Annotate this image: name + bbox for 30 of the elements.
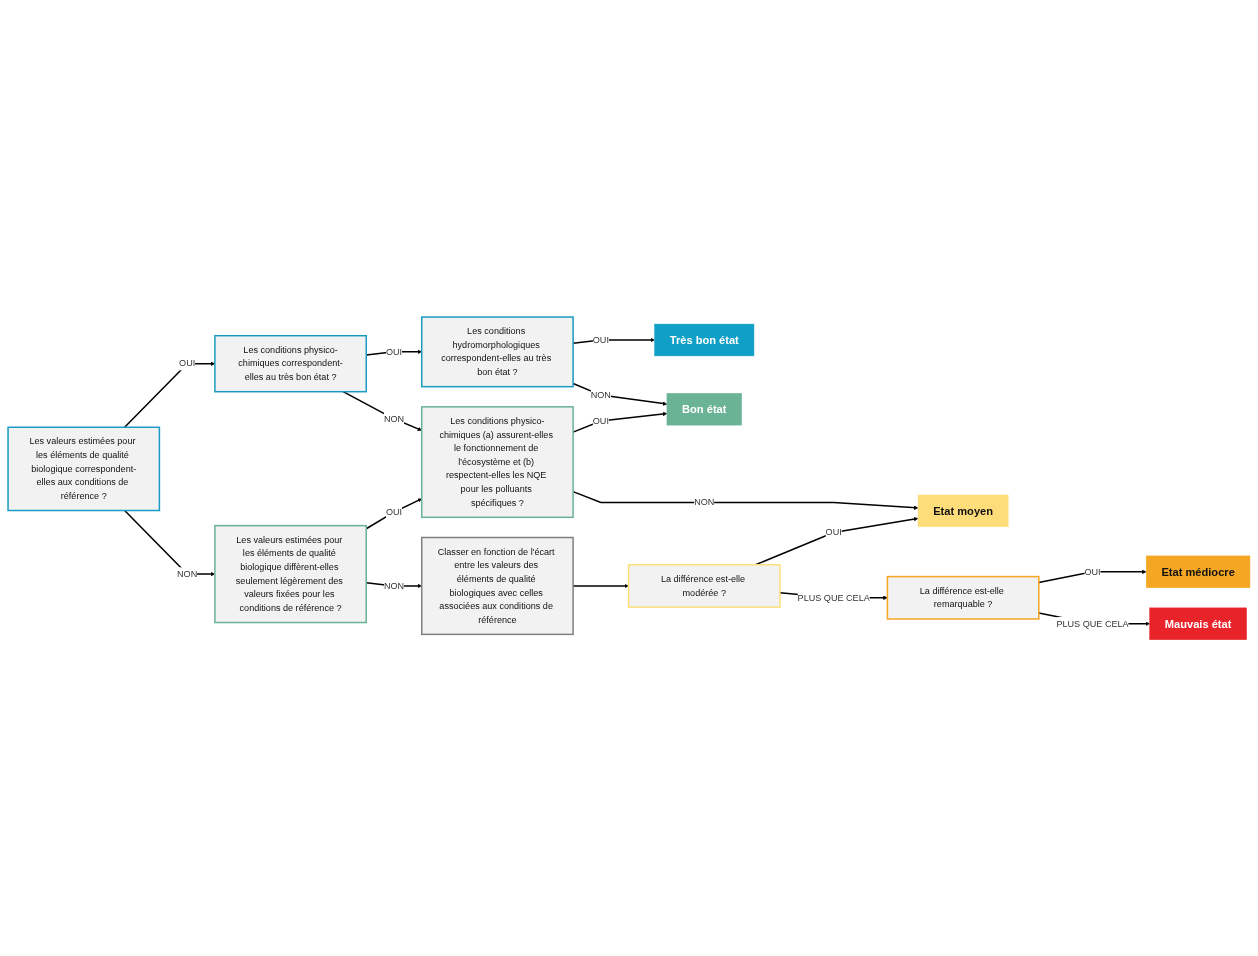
edge-label: OUI: [385, 506, 403, 517]
node-box: Les conditions physico-chimiques (a) assurent-elles le fonctionnement de l'écosystème et (b) respectent-elles les NQE pour les polluants spécifiques ?: [421, 405, 574, 518]
node-box: Les valeurs estimées pour les éléments de qualité biologique correspondent-elles aux conditions de référence ?: [7, 426, 161, 511]
node-box: Etat médiocre: [1146, 555, 1251, 588]
edge-label: NON: [694, 496, 715, 507]
edge-label: OUI: [592, 334, 609, 345]
node-box: Les conditions hydromorphologiques correspondent-elles au très bon état ?: [421, 315, 574, 388]
node-box: Bon état: [666, 392, 742, 425]
arrow: [1038, 569, 1147, 583]
edge-label: OUI: [592, 415, 609, 426]
edge-label: NON: [383, 413, 405, 424]
arrow: [572, 382, 668, 406]
node-box: Très bon état: [654, 323, 755, 356]
node-box: Etat moyen: [917, 494, 1009, 527]
node-box: Les valeurs estimées pour les éléments de qualité biologique diffèrent-elles seulement légèrement des valeurs fixées pour les conditions de référence ?: [214, 524, 367, 623]
edge-label: NON: [383, 580, 405, 591]
edge-label: OUI: [825, 526, 842, 537]
edge-label: PLUS QUE CELA: [1056, 618, 1129, 629]
node-box: Classer en fonction de l'écart entre les valeurs des éléments de qualité biologiques avec celles associées aux conditions de référence: [421, 536, 574, 635]
node-box: La différence est-elle modérée ?: [627, 563, 781, 608]
edge-label: PLUS QUE CELA: [797, 592, 870, 603]
node-box: Mauvais état: [1149, 607, 1247, 640]
edge-label: OUI: [1084, 566, 1101, 577]
edge-label: OUI: [179, 358, 196, 369]
edge-label: OUI: [385, 346, 403, 357]
arrow: [342, 390, 422, 431]
node-box: La différence est-elle remarquable ?: [886, 575, 1040, 620]
edge-label: NON: [590, 389, 611, 400]
edge-label: NON: [177, 568, 198, 579]
node-box: Les conditions physico-chimiques correspondent-elles au très bon état ?: [214, 334, 367, 393]
